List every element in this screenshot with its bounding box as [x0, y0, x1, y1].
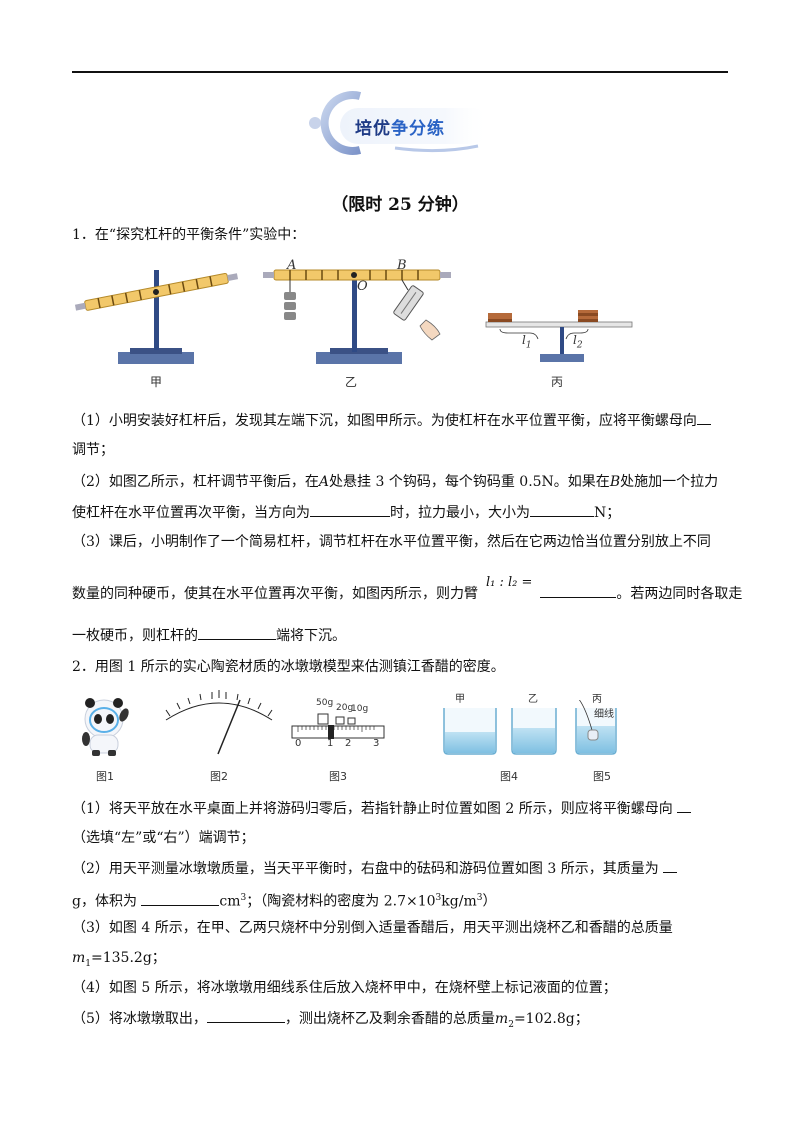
thread-label: 细线 — [594, 709, 614, 720]
q2-part2-line2: g，体积为 cm3；（陶瓷材料的密度为 2.7×103kg/m3） — [72, 888, 496, 912]
fig-label-bing: 丙 — [551, 375, 564, 389]
point-b-label: B — [397, 258, 407, 273]
q2-part1-line1: （1）将天平放在水平桌面上并将游码归零后，若指针静止时位置如图 2 所示，则应将… — [72, 798, 692, 819]
q1-part1-line2: 调节； — [72, 442, 114, 458]
answer-blank[interactable] — [530, 502, 594, 517]
answer-blank[interactable] — [141, 891, 220, 906]
arm-l2-label: l2 — [573, 333, 583, 351]
section-banner — [309, 91, 490, 155]
scale-tick-2: 2 — [345, 738, 352, 749]
beaker-label-yi: 乙 — [528, 694, 538, 705]
header-rule — [72, 71, 728, 73]
section-banner-title: 培优争分练 — [355, 119, 445, 139]
fig-caption-5: 图5 — [593, 770, 611, 783]
fig-label-yi: 乙 — [345, 375, 358, 389]
q2-part2-line1: （2）用天平测量冰墩墩质量，当天平平衡时，右盘中的砝码和游码位置如图 3 所示，… — [72, 858, 678, 879]
q1-stem: 1．在“探究杠杆的平衡条件”实验中： — [72, 227, 306, 243]
answer-blank[interactable] — [540, 583, 617, 598]
answer-blank[interactable] — [198, 625, 276, 640]
q2-part1-line2: （选填“左”或“右”）端调节； — [72, 830, 255, 846]
beaker-label-jia: 甲 — [455, 694, 465, 705]
fig-caption-3: 图3 — [329, 770, 347, 783]
arm-l1-label: l1 — [522, 333, 532, 351]
answer-blank[interactable] — [206, 1008, 285, 1023]
fig-caption-1: 图1 — [96, 770, 114, 783]
lever-figure-yi — [263, 269, 451, 364]
beaker-label-bing: 丙 — [592, 694, 602, 705]
answer-blank[interactable] — [677, 798, 692, 813]
weight-20g-label: 20g — [336, 703, 354, 713]
weights-and-scale-figure — [291, 713, 385, 739]
q1-part3-line3: 一枚硬币，则杠杆的端将下沉。 — [72, 625, 346, 646]
scale-tick-3: 3 — [373, 738, 380, 749]
lever-figure-jia — [74, 270, 239, 364]
q1-part2-line1: （2）如图乙所示，杠杆调节平衡后，在A处悬挂 3 个钩码，每个钩码重 0.5N。… — [72, 474, 719, 490]
mascot-figure — [82, 698, 129, 756]
answer-blank[interactable] — [310, 502, 390, 517]
fig-caption-2: 图2 — [210, 770, 228, 783]
q2-part3-line1: （3）如图 4 所示，在甲、乙两只烧杯中分别倒入适量香醋后，用天平测出烧杯乙和香… — [72, 920, 673, 936]
pivot-o-label: O — [357, 279, 368, 294]
q1-part3-line2: 数量的同种硬币，使其在水平位置再次平衡，如图丙所示，则力臂l₁ : l₂ =。若… — [72, 575, 743, 602]
fig-label-jia: 甲 — [150, 375, 163, 389]
scale-tick-0: 0 — [295, 738, 302, 749]
balance-pointer-figure — [165, 690, 273, 755]
lever-figure-bing — [485, 310, 633, 362]
time-limit: （限时 25 分钟） — [331, 195, 469, 215]
point-a-label: A — [287, 258, 297, 273]
q2-stem: 2．用图 1 所示的实心陶瓷材质的冰墩墩模型来估测镇江香醋的密度。 — [72, 659, 505, 675]
weight-10g-label: 10g — [351, 704, 369, 714]
fig-caption-4: 图4 — [500, 770, 518, 783]
answer-blank[interactable] — [663, 858, 678, 873]
q1-part1-line1: （1）小明安装好杠杆后，发现其左端下沉，如图甲所示。为使杠杆在水平位置平衡，应将… — [72, 410, 711, 431]
answer-blank[interactable] — [696, 410, 711, 425]
q2-part4: （4）如图 5 所示，将冰墩墩用细线系住后放入烧杯甲中，在烧杯壁上标记液面的位置… — [72, 980, 617, 996]
beakers-figure — [443, 700, 617, 755]
q2-part5: （5）将冰墩墩取出，，测出烧杯乙及剩余香醋的总质量m2=102.8g； — [72, 1008, 589, 1035]
q1-part3-line1: （3）课后，小明制作了一个简易杠杆，调节杠杆在水平位置平衡，然后在它两边恰当位置… — [72, 534, 711, 550]
q2-part3-line2: m1=135.2g； — [72, 950, 166, 969]
arm-ratio: l₁ : l₂ = — [486, 575, 533, 590]
scale-tick-1: 1 — [327, 738, 334, 749]
weight-50g-label: 50g — [316, 698, 334, 708]
